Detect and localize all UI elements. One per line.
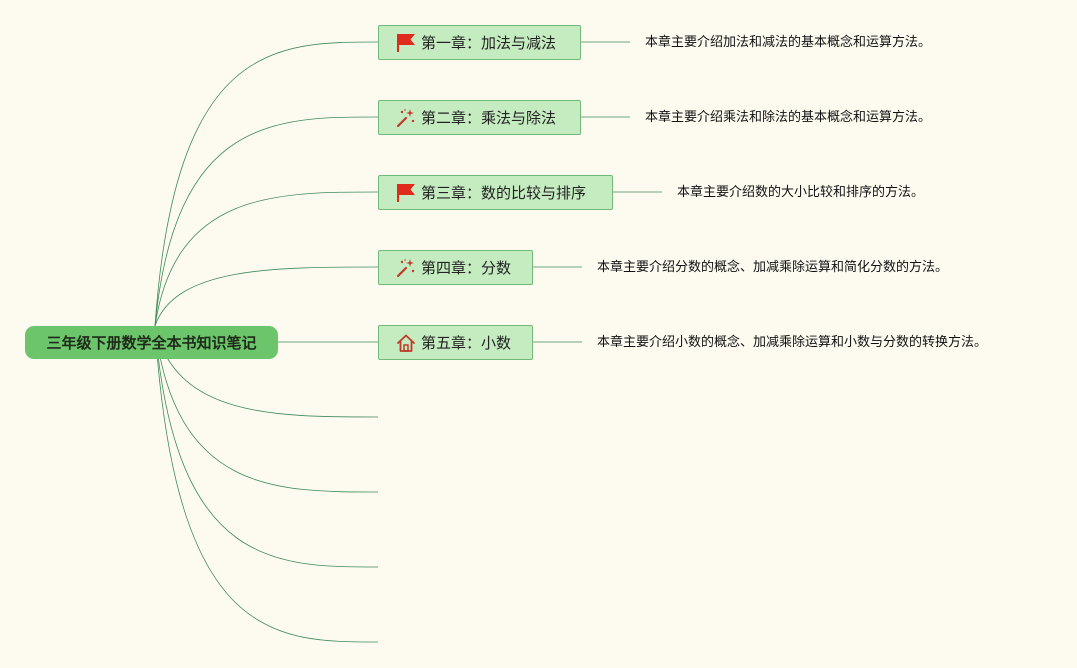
home-icon bbox=[395, 332, 417, 354]
connector-branch-4 bbox=[154, 266, 379, 327]
chapter-description-3: 本章主要介绍数的大小比较和排序的方法。 bbox=[677, 185, 925, 200]
magic-wand-icon bbox=[395, 107, 417, 129]
connector-branch-empty-4 bbox=[154, 325, 379, 643]
flag-icon bbox=[395, 32, 417, 54]
chapter-description-2: 本章主要介绍乘法和除法的基本概念和运算方法。 bbox=[645, 110, 932, 125]
chapter-node-4[interactable]: 第四章：分数 bbox=[378, 250, 533, 285]
chapter-label-3: 第三章：数的比较与排序 bbox=[421, 184, 587, 202]
connector-branch-empty-2 bbox=[154, 325, 379, 493]
chapter-description-5: 本章主要介绍小数的概念、加减乘除运算和小数与分数的转换方法。 bbox=[597, 335, 988, 350]
chapter-label-1: 第一章：加法与减法 bbox=[421, 34, 557, 52]
chapter-node-2[interactable]: 第二章：乘法与除法 bbox=[378, 100, 581, 135]
connector-branch-1 bbox=[154, 41, 379, 327]
magic-wand-icon bbox=[395, 257, 417, 279]
chapter-description-4: 本章主要介绍分数的概念、加减乘除运算和简化分数的方法。 bbox=[597, 260, 949, 275]
chapter-description-1: 本章主要介绍加法和减法的基本概念和运算方法。 bbox=[645, 35, 932, 50]
chapter-label-2: 第二章：乘法与除法 bbox=[421, 109, 557, 127]
connector-branch-2 bbox=[154, 116, 379, 327]
connector-branch-empty-3 bbox=[154, 325, 379, 568]
chapter-node-3[interactable]: 第三章：数的比较与排序 bbox=[378, 175, 613, 210]
connector-branch-3 bbox=[154, 191, 379, 327]
chapter-node-1[interactable]: 第一章：加法与减法 bbox=[378, 25, 581, 60]
root-topic[interactable]: 三年级下册数学全本书知识笔记 bbox=[25, 326, 278, 359]
flag-icon bbox=[395, 182, 417, 204]
chapter-label-4: 第四章：分数 bbox=[421, 259, 512, 277]
chapter-label-5: 第五章：小数 bbox=[421, 334, 512, 352]
root-topic-label: 三年级下册数学全本书知识笔记 bbox=[46, 334, 257, 352]
chapter-node-5[interactable]: 第五章：小数 bbox=[378, 325, 533, 360]
